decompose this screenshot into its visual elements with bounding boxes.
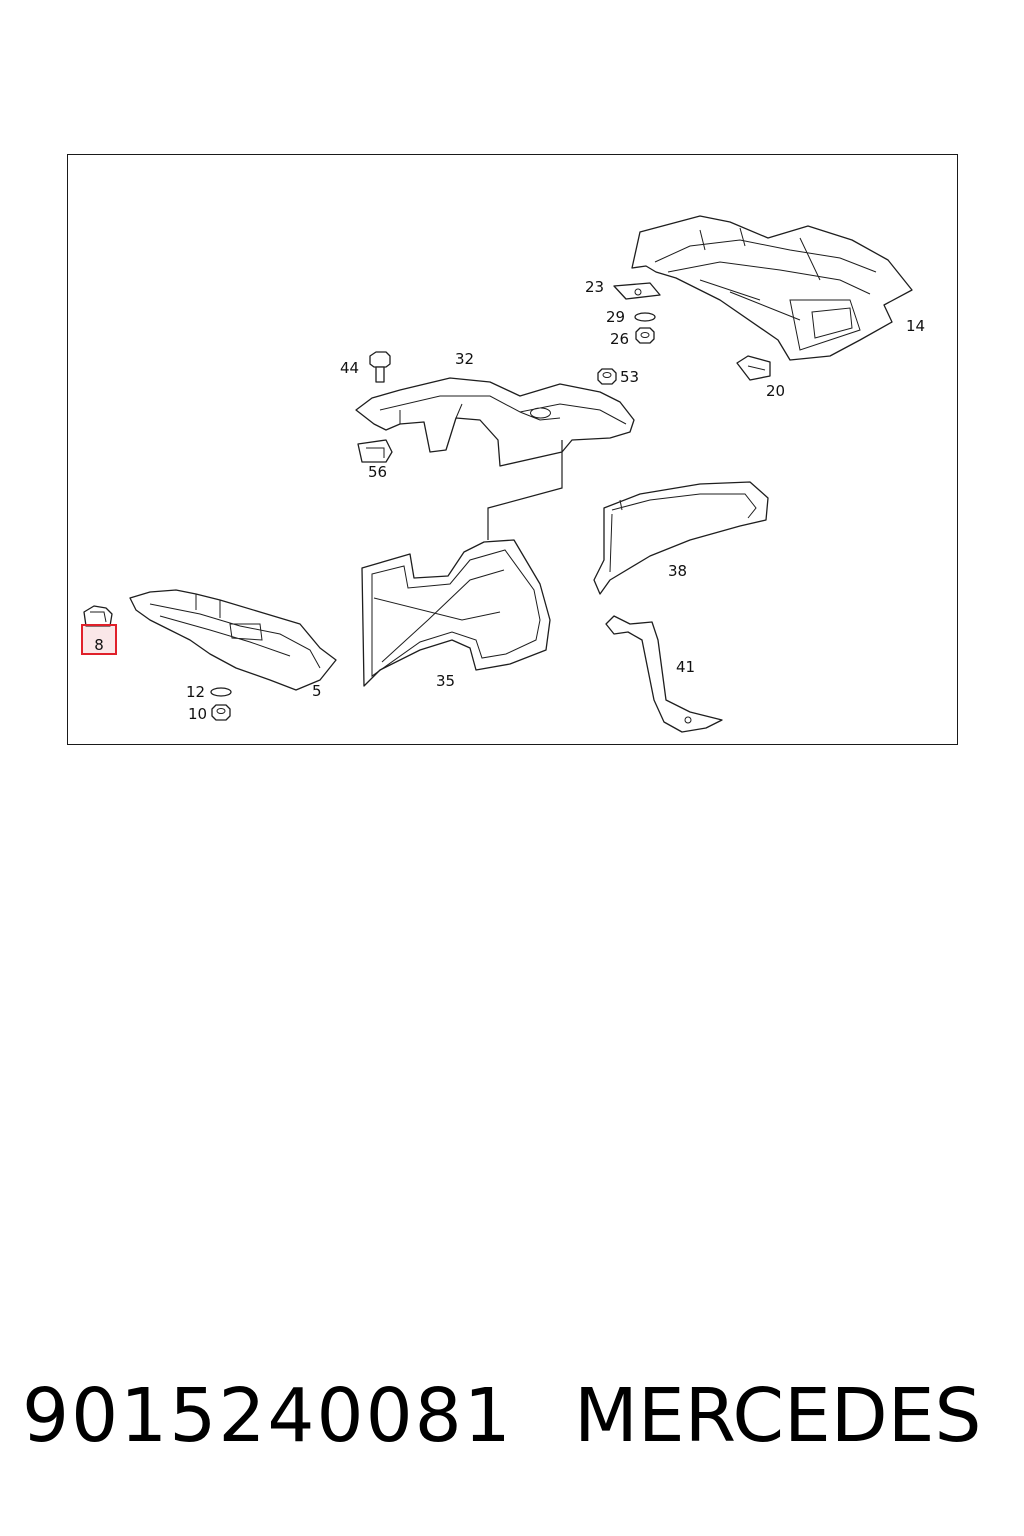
part-20[interactable] bbox=[736, 355, 771, 381]
callout-44: 44 bbox=[340, 359, 359, 377]
part-14[interactable] bbox=[631, 215, 913, 361]
callout-38: 38 bbox=[668, 562, 687, 580]
callout-56: 56 bbox=[368, 463, 387, 481]
part-number: 9015240081 bbox=[22, 1373, 513, 1459]
part-12[interactable] bbox=[210, 687, 232, 697]
part-44[interactable] bbox=[369, 351, 391, 383]
part-23[interactable] bbox=[613, 282, 661, 300]
callout-29: 29 bbox=[606, 308, 625, 326]
leader-32-35 bbox=[487, 440, 563, 540]
callout-8-highlight[interactable] bbox=[81, 624, 117, 655]
callout-23: 23 bbox=[585, 278, 604, 296]
callout-14: 14 bbox=[906, 317, 925, 335]
callout-26: 26 bbox=[610, 330, 629, 348]
callout-41: 41 bbox=[676, 658, 695, 676]
part-29[interactable] bbox=[634, 312, 656, 322]
part-38[interactable] bbox=[593, 481, 769, 595]
diagram-frame bbox=[67, 154, 958, 745]
part-8[interactable] bbox=[83, 605, 113, 627]
part-10[interactable] bbox=[211, 704, 231, 721]
part-53[interactable] bbox=[597, 368, 617, 385]
callout-20: 20 bbox=[766, 382, 785, 400]
parts-diagram: 14 23 29 26 20 44 32 53 56 38 41 35 5 12… bbox=[83, 215, 925, 733]
part-5[interactable] bbox=[129, 589, 337, 691]
callout-32: 32 bbox=[455, 350, 474, 368]
part-35[interactable] bbox=[361, 539, 551, 687]
part-26[interactable] bbox=[635, 327, 655, 344]
part-56[interactable] bbox=[357, 439, 393, 463]
callout-35: 35 bbox=[436, 672, 455, 690]
footer: 9015240081 MERCEDES bbox=[0, 1366, 1024, 1466]
callout-10: 10 bbox=[188, 705, 207, 723]
callout-8: 8 bbox=[94, 636, 104, 654]
callout-12: 12 bbox=[186, 683, 205, 701]
callout-53: 53 bbox=[620, 368, 639, 386]
brand-name: MERCEDES bbox=[574, 1373, 982, 1459]
callout-5: 5 bbox=[312, 682, 322, 700]
part-32[interactable] bbox=[355, 377, 635, 467]
part-41[interactable] bbox=[605, 615, 723, 733]
